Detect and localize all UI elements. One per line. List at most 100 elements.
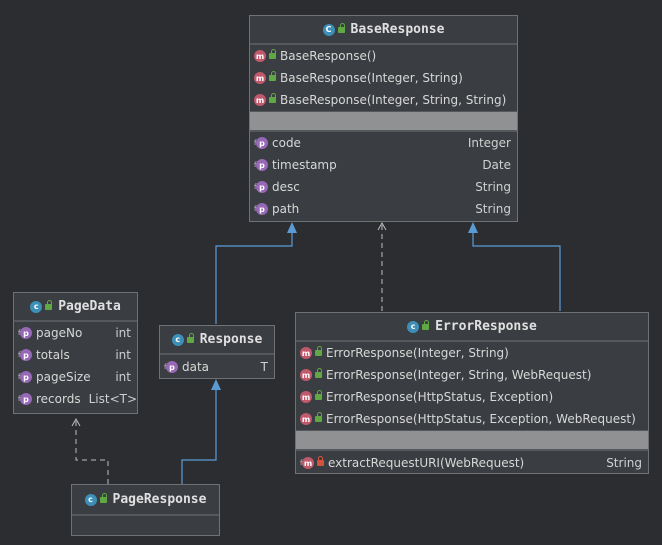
empty-members-section	[72, 515, 219, 536]
method-name: ErrorResponse(HttpStatus, Exception, Web…	[326, 412, 636, 426]
public-visibility-icon	[315, 390, 322, 400]
property-icon: p	[20, 327, 32, 339]
public-visibility-icon	[269, 71, 276, 81]
field-row[interactable]: f p code Integer	[250, 132, 517, 154]
field-name: timestamp	[272, 158, 337, 172]
public-visibility-icon	[315, 368, 322, 378]
return-type: String	[606, 456, 642, 470]
public-visibility-icon	[99, 492, 107, 503]
method-row[interactable]: f m extractRequestURI(WebRequest) String	[296, 451, 648, 475]
edge-response-extends-baseresponse	[215, 232, 293, 324]
field-type: T	[260, 360, 268, 374]
edge-pageresponse-depends-pagedata	[75, 420, 109, 484]
class-icon: c	[30, 300, 43, 313]
class-errorresponse[interactable]: c ErrorResponse m ErrorResponse(Integer,…	[295, 312, 649, 474]
class-icon: c	[407, 320, 420, 333]
method-name: extractRequestURI(WebRequest)	[328, 456, 525, 470]
field-marker-icon: f	[254, 139, 258, 147]
class-header: c ErrorResponse	[296, 313, 648, 341]
class-response[interactable]: c Response f p data T	[159, 325, 275, 379]
public-visibility-icon	[45, 299, 53, 310]
field-name: desc	[272, 180, 300, 194]
edge-errorresponse-extends-baseresponse	[472, 232, 561, 311]
method-icon: m	[254, 94, 266, 106]
public-visibility-icon	[186, 332, 194, 343]
class-name: PageResponse	[112, 492, 207, 507]
method-row[interactable]: m ErrorResponse(Integer, String, WebRequ…	[296, 364, 648, 386]
class-icon: c	[84, 493, 97, 506]
field-row[interactable]: f p data T	[160, 355, 274, 379]
methods-section: m BaseResponse() m BaseResponse(Integer,…	[250, 44, 517, 111]
method-row[interactable]: m BaseResponse(Integer, String, String)	[250, 89, 517, 111]
public-visibility-icon	[337, 22, 345, 33]
method-name: ErrorResponse(Integer, String, WebReques…	[326, 368, 592, 382]
property-icon: p	[20, 349, 32, 361]
field-type: Integer	[467, 136, 511, 150]
class-icon: c	[171, 333, 184, 346]
private-visibility-icon	[317, 456, 324, 466]
field-marker-icon: f	[254, 205, 258, 213]
arrowhead-inheritance	[468, 222, 478, 233]
field-row[interactable]: f p timestamp Date	[250, 154, 517, 176]
class-pageresponse[interactable]: c PageResponse	[71, 484, 220, 536]
property-icon: p	[256, 137, 268, 149]
method-icon: m	[300, 391, 312, 403]
field-name: code	[272, 136, 301, 150]
field-type: int	[115, 348, 131, 362]
method-icon: m	[300, 347, 312, 359]
edge-pageresponse-extends-response	[181, 388, 217, 484]
public-visibility-icon	[315, 412, 322, 422]
method-row[interactable]: m BaseResponse()	[250, 45, 517, 67]
public-visibility-icon	[315, 346, 322, 356]
methods-section: m ErrorResponse(Integer, String) m Error…	[296, 341, 648, 430]
field-type: int	[115, 370, 131, 384]
method-icon: m	[254, 50, 266, 62]
method-row[interactable]: m ErrorResponse(HttpStatus, Exception)	[296, 386, 648, 408]
section-separator	[250, 111, 517, 131]
field-row[interactable]: f p records List<T>	[14, 388, 137, 410]
class-name: Response	[199, 332, 263, 347]
class-pagedata[interactable]: c PageData f p pageNo int f p totals int…	[13, 292, 138, 414]
class-header: c PageData	[14, 293, 137, 321]
public-visibility-icon	[269, 49, 276, 59]
method-name: BaseResponse(Integer, String)	[280, 71, 463, 85]
method-row[interactable]: m ErrorResponse(HttpStatus, Exception, W…	[296, 408, 648, 430]
property-icon: p	[256, 203, 268, 215]
method-marker-icon: f	[300, 459, 304, 467]
field-row[interactable]: f p totals int	[14, 344, 137, 366]
method-name: ErrorResponse(Integer, String)	[326, 346, 509, 360]
method-name: BaseResponse()	[280, 49, 377, 63]
public-visibility-icon	[269, 93, 276, 103]
public-visibility-icon	[422, 319, 430, 330]
field-row[interactable]: f p pageNo int	[14, 322, 137, 344]
arrowhead-inheritance	[211, 379, 221, 390]
method-row[interactable]: m ErrorResponse(Integer, String)	[296, 342, 648, 364]
class-name: ErrorResponse	[435, 319, 537, 334]
field-name: records	[36, 392, 81, 406]
arrowhead-dependency	[71, 417, 81, 427]
property-icon: p	[256, 181, 268, 193]
field-row[interactable]: f p pageSize int	[14, 366, 137, 388]
field-row[interactable]: f p path String	[250, 198, 517, 220]
field-name: totals	[36, 348, 70, 362]
field-name: pageSize	[36, 370, 91, 384]
class-baseresponse[interactable]: C BaseResponse m BaseResponse() m BaseRe…	[249, 15, 518, 222]
arrowhead-inheritance	[287, 222, 297, 233]
class-name: BaseResponse	[350, 22, 445, 37]
class-name: PageData	[58, 299, 121, 314]
method-icon: m	[254, 72, 266, 84]
class-header: c Response	[160, 326, 274, 354]
private-methods-section: f m extractRequestURI(WebRequest) String	[296, 450, 648, 475]
abstract-class-icon: C	[322, 23, 335, 36]
field-marker-icon: f	[18, 395, 22, 403]
fields-section: f p pageNo int f p totals int f p pageSi…	[14, 321, 137, 410]
field-row[interactable]: f p desc String	[250, 176, 517, 198]
method-name: ErrorResponse(HttpStatus, Exception)	[326, 390, 554, 404]
method-row[interactable]: m BaseResponse(Integer, String)	[250, 67, 517, 89]
field-type: Date	[482, 158, 511, 172]
field-marker-icon: f	[18, 373, 22, 381]
field-marker-icon: f	[254, 183, 258, 191]
property-icon: p	[166, 361, 178, 373]
field-marker-icon: f	[18, 351, 22, 359]
